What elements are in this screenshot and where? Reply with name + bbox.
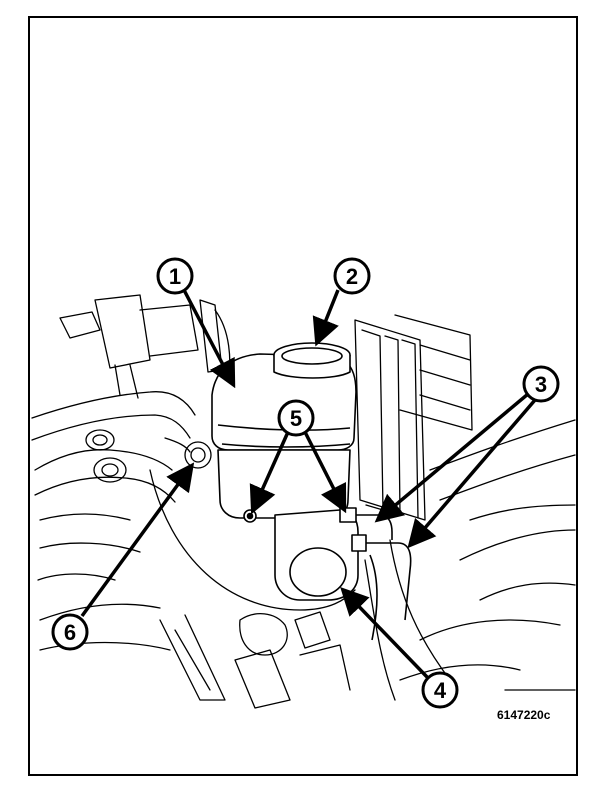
callout-4: 4 <box>421 671 459 709</box>
leader-line-5b <box>303 431 347 514</box>
callout-5: 5 <box>277 399 315 437</box>
callout-3-label: 3 <box>535 372 547 397</box>
callouts: 1 2 3 4 5 6 <box>51 257 560 709</box>
callout-2: 2 <box>333 257 371 295</box>
leader-line-3a <box>374 392 530 523</box>
leader-line-3b <box>407 398 537 549</box>
callout-2-label: 2 <box>346 264 358 289</box>
leader-line-1 <box>182 289 236 389</box>
figure-id: 6147220c <box>497 708 551 722</box>
leader-line-4 <box>340 586 430 680</box>
leader-lines <box>80 289 537 680</box>
leader-line-2 <box>312 289 340 347</box>
callout-6: 6 <box>51 613 89 651</box>
callout-6-label: 6 <box>64 620 76 645</box>
callout-4-label: 4 <box>434 678 447 703</box>
callout-1-label: 1 <box>169 264 181 289</box>
leader-line-5a <box>249 431 290 515</box>
callout-1: 1 <box>156 257 194 295</box>
callout-3: 3 <box>522 365 560 403</box>
callout-5-label: 5 <box>290 406 302 431</box>
leader-line-6 <box>80 462 195 618</box>
